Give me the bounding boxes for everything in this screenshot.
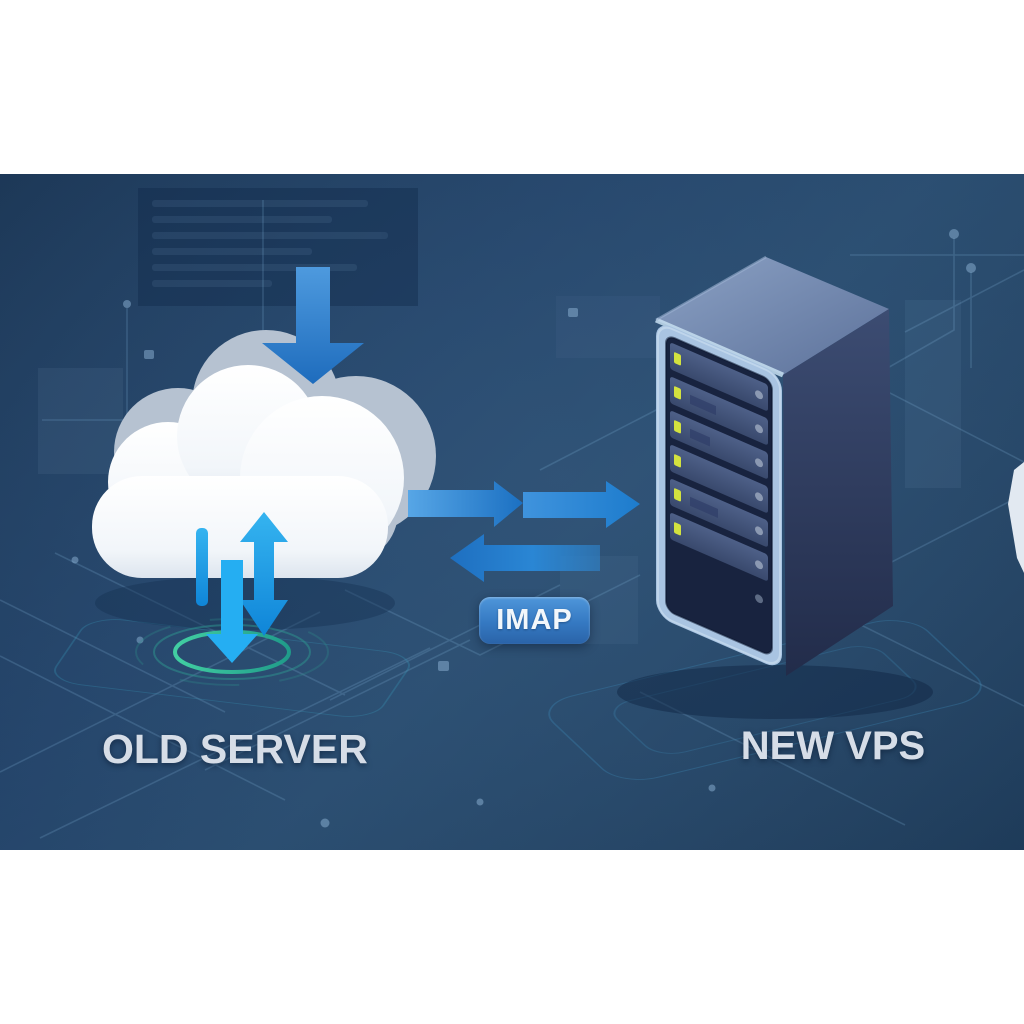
background-panels [38,188,961,644]
server-shadow [617,665,933,719]
server-tower-icon [617,255,933,719]
left-arrow-icon [450,534,600,582]
right-arrow-icon [408,481,640,528]
server-drive-bays [670,343,768,604]
server-front-face [656,325,782,666]
cloud-icon [92,330,436,630]
scene-graphics [0,174,1024,850]
imap-protocol-badge: IMAP [479,597,590,644]
illustration-scene: IMAP [0,174,1024,850]
new-vps-label: NEW VPS [740,724,926,768]
server-side-face [783,309,893,676]
down-arrow-icon [262,267,364,384]
clipped-letter-shape [1008,462,1024,573]
old-server-label: OLD SERVER [102,726,368,772]
server-top-face [656,257,889,375]
imap-badge-label: IMAP [496,604,573,636]
cloud-front-layer [92,365,404,578]
sync-arrows-icon [196,512,288,663]
